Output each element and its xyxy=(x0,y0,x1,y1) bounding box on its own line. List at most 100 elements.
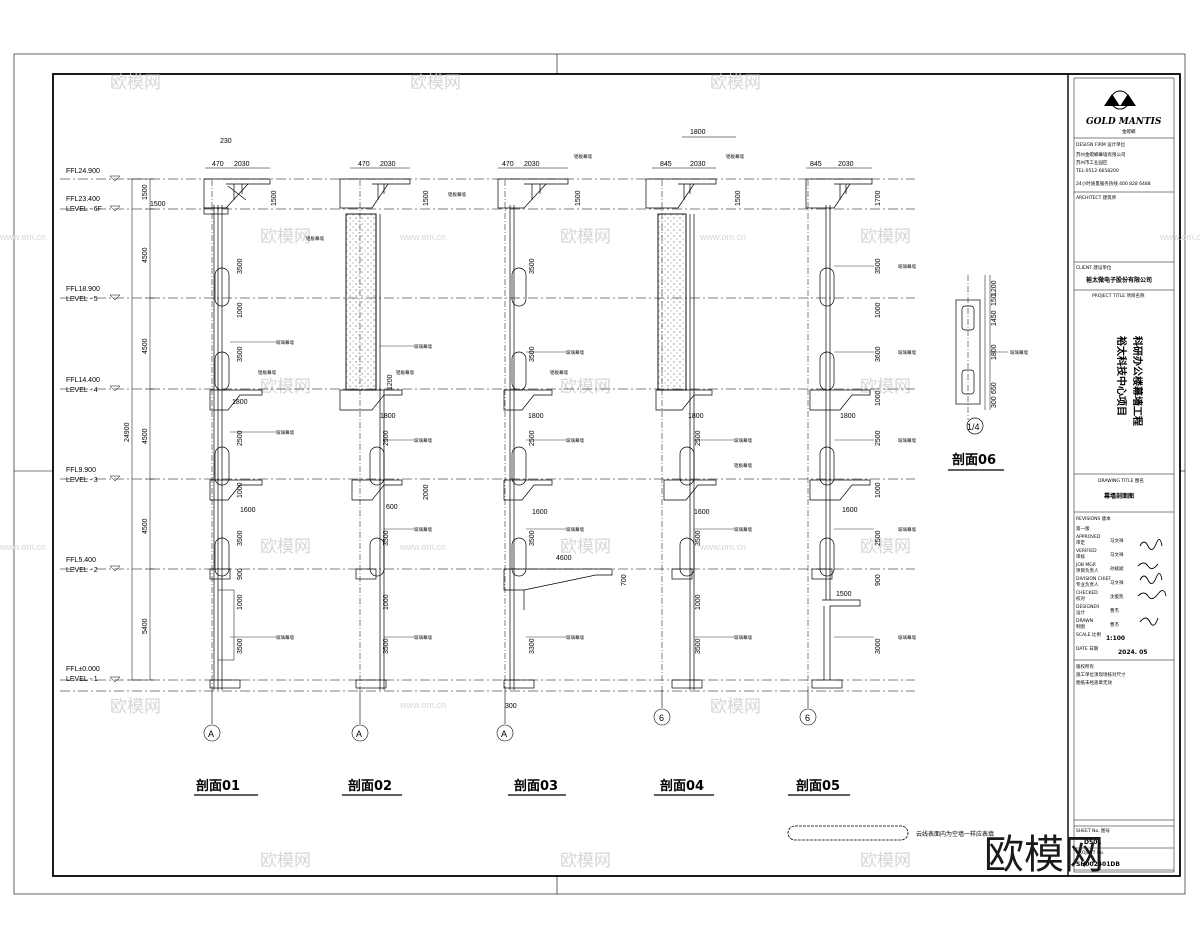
level-4: FFL14.400 LEVEL - 4 xyxy=(66,377,121,394)
svg-text:欧模网: 欧模网 xyxy=(260,377,311,397)
svg-text:铝板幕墙: 铝板幕墙 xyxy=(726,153,744,160)
axis-bubbles xyxy=(203,690,817,742)
svg-text:版权所有: 版权所有 xyxy=(1076,663,1094,670)
svg-text:欧模网: 欧模网 xyxy=(260,851,311,871)
left-dimension-chain xyxy=(128,178,154,681)
svg-text:150: 150 xyxy=(991,294,998,306)
svg-text:600: 600 xyxy=(386,504,398,511)
svg-text:A: A xyxy=(356,729,362,739)
svg-text:TEL:0512-6658200: TEL:0512-6658200 xyxy=(1075,168,1119,174)
section-05 xyxy=(805,178,873,690)
svg-text:3500: 3500 xyxy=(237,346,244,362)
svg-text:3500: 3500 xyxy=(695,530,702,546)
svg-text:校对: 校对 xyxy=(1076,595,1085,602)
svg-text:DESIGN FIRM 设计单位: DESIGN FIRM 设计单位 xyxy=(1076,141,1126,148)
svg-text:2500: 2500 xyxy=(875,530,882,546)
svg-text:欧模网: 欧模网 xyxy=(560,851,611,871)
svg-text:欧模网: 欧模网 xyxy=(560,537,611,557)
svg-text:1000: 1000 xyxy=(383,594,390,610)
svg-text:2030: 2030 xyxy=(380,161,396,168)
svg-text:REVISIONS 版本: REVISIONS 版本 xyxy=(1076,515,1111,522)
svg-text:1500: 1500 xyxy=(142,184,149,200)
svg-text:铝板幕墙: 铝板幕墙 xyxy=(448,191,466,198)
svg-text:3000: 3000 xyxy=(875,638,882,654)
svg-text:3600: 3600 xyxy=(875,346,882,362)
svg-text:金螳螂: 金螳螂 xyxy=(1122,128,1136,135)
section-05-title: 剖面05 xyxy=(796,778,840,794)
svg-text:1000: 1000 xyxy=(695,594,702,610)
svg-text:www.om.cn: www.om.cn xyxy=(1159,232,1200,242)
svg-text:www.om.cn: www.om.cn xyxy=(399,542,446,552)
svg-text:1700: 1700 xyxy=(875,190,882,206)
svg-text:1800: 1800 xyxy=(688,413,704,420)
svg-text:欧模网: 欧模网 xyxy=(860,377,911,397)
level-lines xyxy=(60,178,915,681)
svg-text:CHECKED: CHECKED xyxy=(1076,590,1098,596)
level-labels: FFL24.900 FFL23.400 LEVEL - 6F FFL18.900… xyxy=(66,168,121,683)
svg-text:PROJECT No.: PROJECT No. xyxy=(1076,850,1104,856)
svg-text:2030: 2030 xyxy=(838,161,854,168)
svg-text:玻璃幕墙: 玻璃幕墙 xyxy=(414,634,432,641)
svg-text:A: A xyxy=(501,729,507,739)
svg-text:玻璃幕墙: 玻璃幕墙 xyxy=(276,429,294,436)
svg-text:470: 470 xyxy=(358,161,370,168)
section-02-title: 剖面02 xyxy=(348,778,392,794)
big-watermark: 欧模网 xyxy=(984,832,1104,878)
svg-text:1600: 1600 xyxy=(240,507,256,514)
svg-text:玻璃幕墙: 玻璃幕墙 xyxy=(276,339,294,346)
svg-text:650: 650 xyxy=(991,382,998,394)
svg-text:欧模网: 欧模网 xyxy=(410,73,461,93)
svg-text:ARCHITECT 建筑师: ARCHITECT 建筑师 xyxy=(1076,194,1117,201)
svg-text:制图: 制图 xyxy=(1076,623,1085,630)
svg-text:3500: 3500 xyxy=(695,638,702,654)
section-03 xyxy=(497,178,613,690)
svg-text:1000: 1000 xyxy=(237,482,244,498)
svg-text:www.om.cn: www.om.cn xyxy=(699,542,746,552)
section-04-title: 剖面04 xyxy=(660,778,704,794)
svg-text:2030: 2030 xyxy=(234,161,250,168)
svg-text:孙斌斌: 孙斌斌 xyxy=(1110,565,1124,572)
svg-text:230: 230 xyxy=(220,138,232,145)
svg-text:玻璃幕墙: 玻璃幕墙 xyxy=(734,437,752,444)
svg-text:2030: 2030 xyxy=(690,161,706,168)
svg-text:1800: 1800 xyxy=(380,413,396,420)
svg-text:马文祥: 马文祥 xyxy=(1110,551,1124,558)
svg-text:www.om.cn: www.om.cn xyxy=(0,232,46,242)
svg-text:沈俊凯: 沈俊凯 xyxy=(1110,593,1124,600)
svg-text:4500: 4500 xyxy=(142,338,149,354)
svg-text:1600: 1600 xyxy=(532,509,548,516)
svg-text:LEVEL - 5: LEVEL - 5 xyxy=(66,296,98,303)
svg-text:700: 700 xyxy=(621,574,628,586)
svg-text:FFL18.900: FFL18.900 xyxy=(66,286,100,293)
svg-text:欧模网: 欧模网 xyxy=(710,73,761,93)
svg-text:铝板幕墙: 铝板幕墙 xyxy=(258,369,276,376)
svg-text:DESIGNER: DESIGNER xyxy=(1076,604,1099,610)
svg-text:马文祥: 马文祥 xyxy=(1110,579,1124,586)
svg-text:1200: 1200 xyxy=(387,374,394,390)
svg-text:1800: 1800 xyxy=(232,399,248,406)
svg-text:铝板幕墙: 铝板幕墙 xyxy=(306,235,324,242)
svg-text:审定: 审定 xyxy=(1076,539,1085,546)
svg-text:4500: 4500 xyxy=(142,518,149,534)
signature-rows: APPROVED 审定 马文祥 VERIFIED 审核 马文祥 JOB MGR … xyxy=(1075,534,1167,630)
svg-text:2024. 05: 2024. 05 xyxy=(1118,649,1147,656)
svg-text:2500: 2500 xyxy=(383,430,390,446)
watermarks: 欧模网 欧模网 欧模网 欧模网 欧模网 欧模网 www.om.cn www.om… xyxy=(0,73,1200,871)
svg-text:1800: 1800 xyxy=(528,413,544,420)
svg-text:1800: 1800 xyxy=(690,129,706,136)
svg-text:欧模网: 欧模网 xyxy=(260,537,311,557)
svg-text:1000: 1000 xyxy=(875,390,882,406)
svg-text:幕墙剖面图: 幕墙剖面图 xyxy=(1103,492,1134,500)
svg-text:VERIFIED: VERIFIED xyxy=(1076,548,1097,554)
signatures xyxy=(1137,539,1167,626)
svg-text:6: 6 xyxy=(805,713,810,723)
section-02 xyxy=(339,178,411,690)
svg-text:www.om.cn: www.om.cn xyxy=(0,542,46,552)
svg-text:马文祥: 马文祥 xyxy=(1110,537,1124,544)
svg-text:470: 470 xyxy=(502,161,514,168)
section-03-title: 剖面03 xyxy=(514,778,558,794)
svg-text:2500: 2500 xyxy=(529,430,536,446)
svg-text:3500: 3500 xyxy=(529,258,536,274)
svg-text:裕太科技中心项目: 裕太科技中心项目 xyxy=(1115,335,1128,416)
svg-text:FFL5.400: FFL5.400 xyxy=(66,557,96,564)
